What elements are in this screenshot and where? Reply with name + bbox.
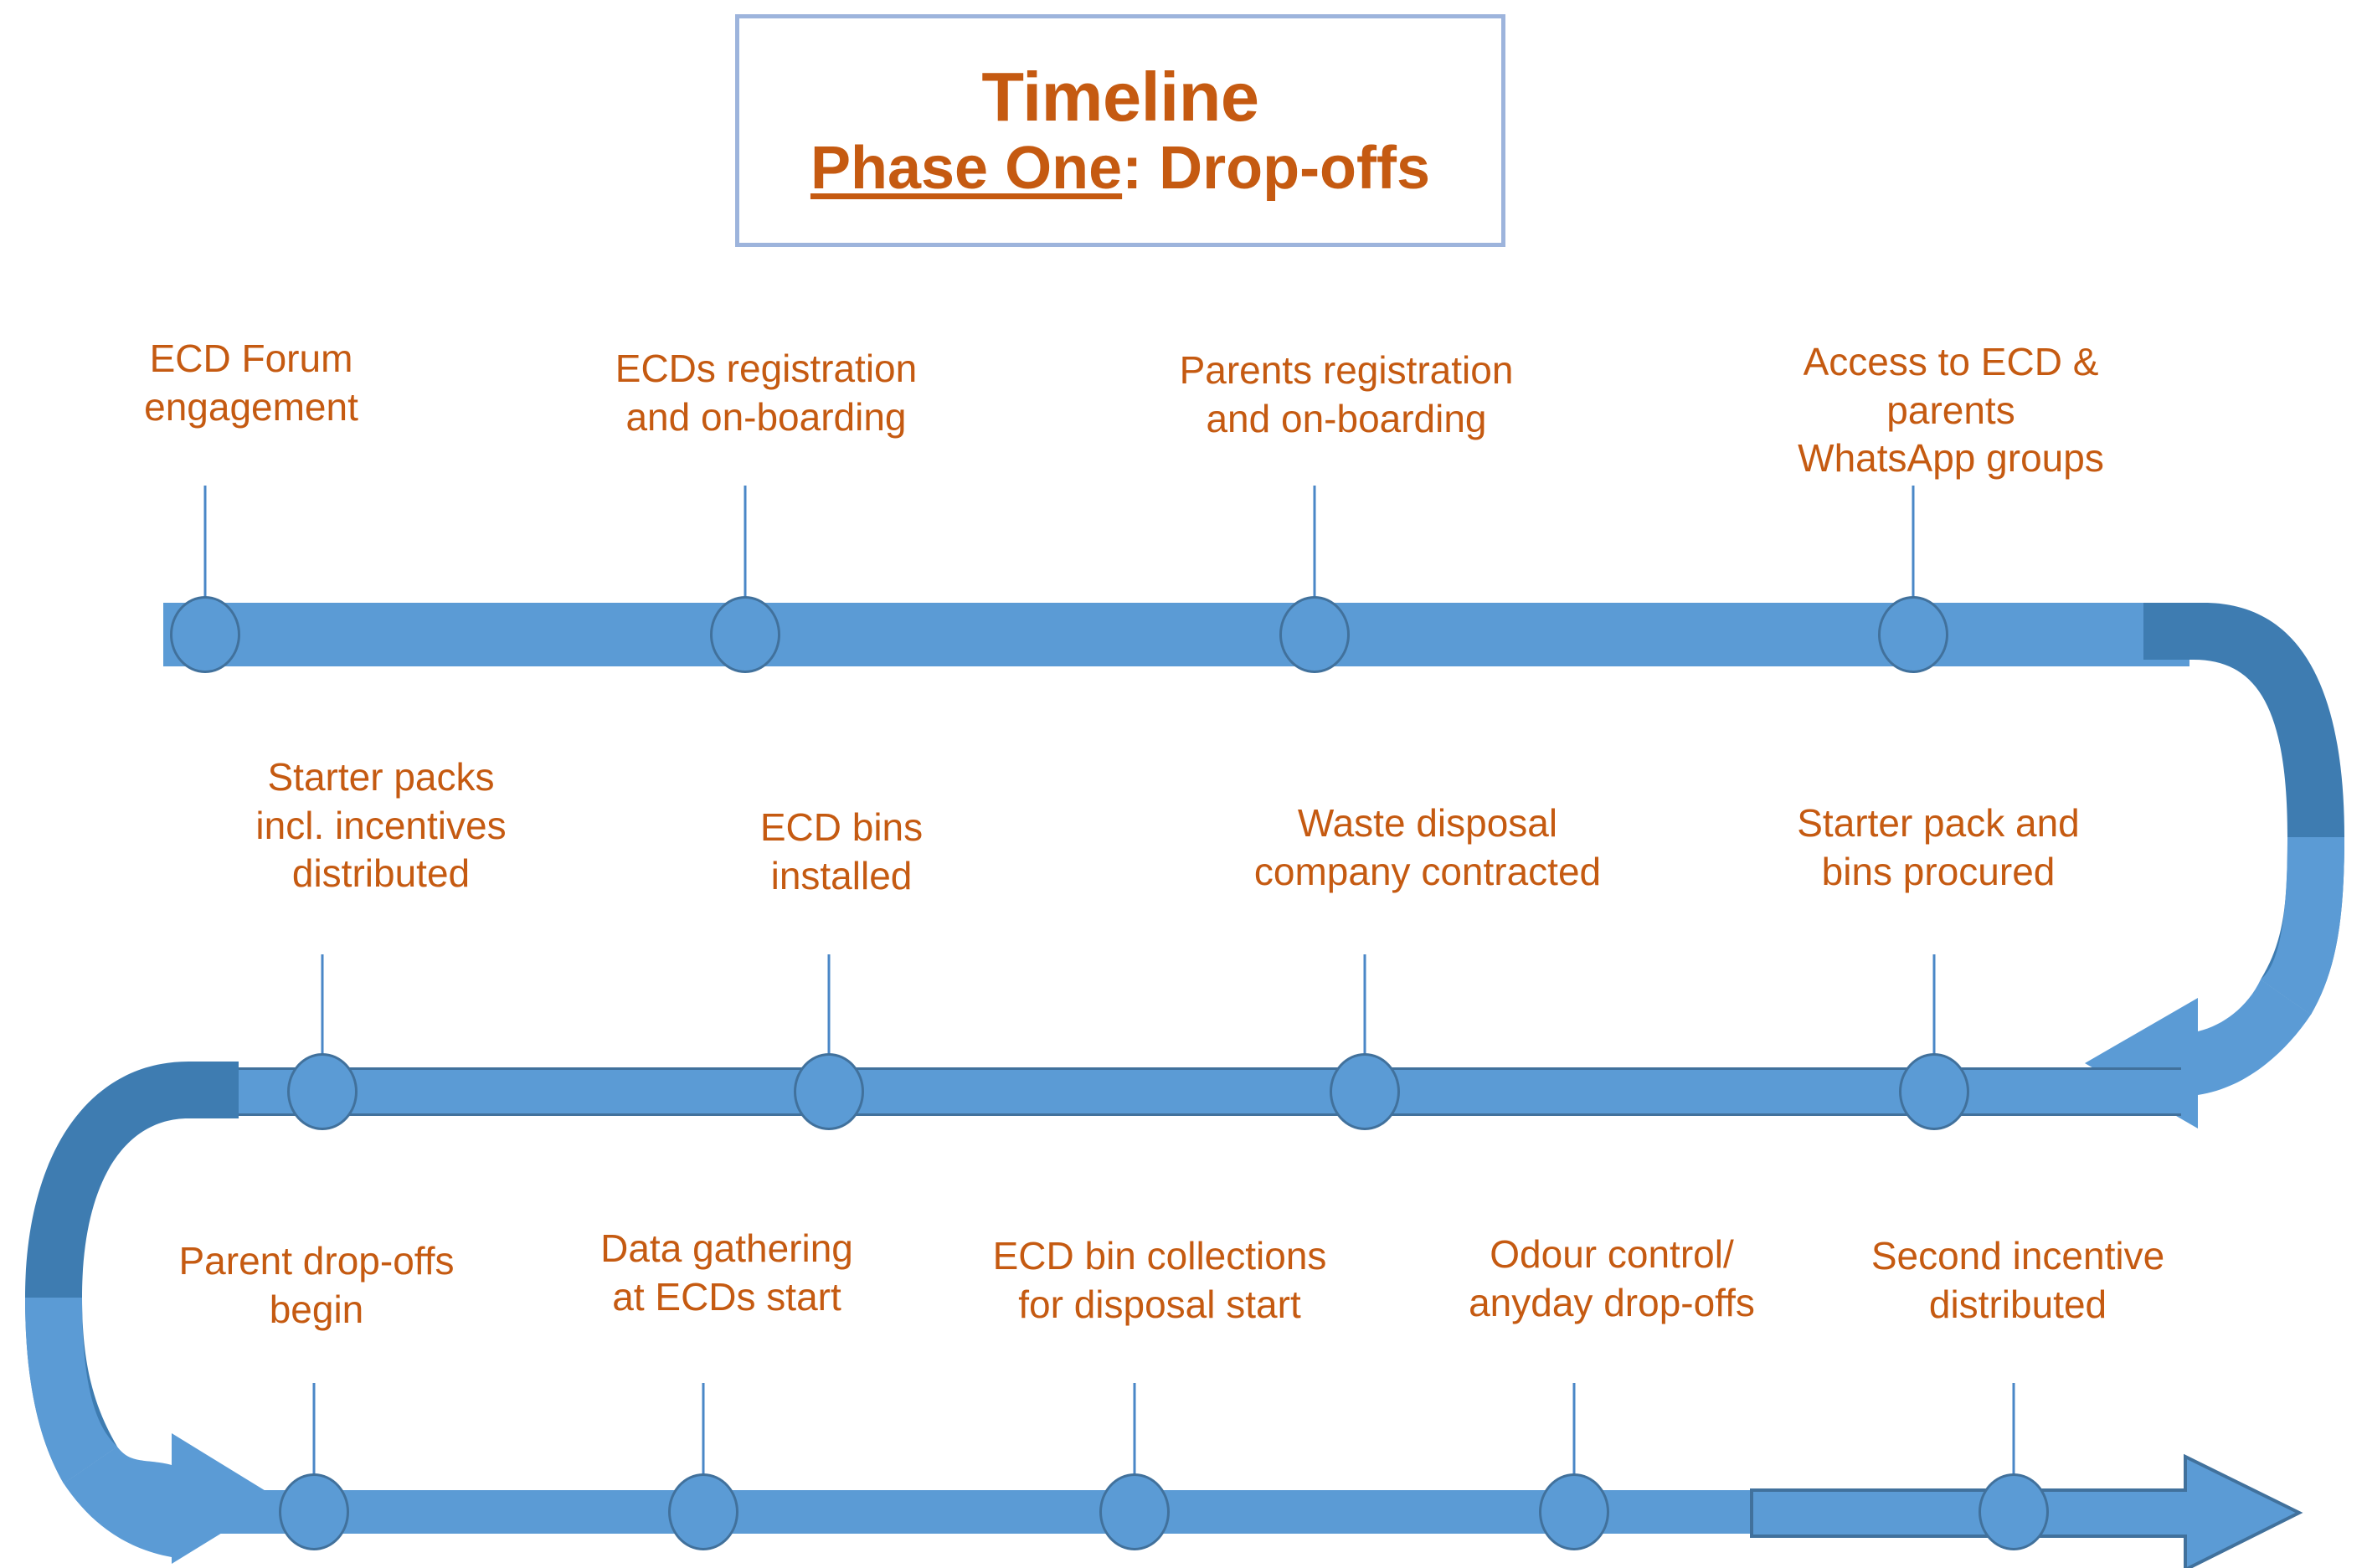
milestone-label: Data gathering at ECDs start bbox=[600, 1226, 853, 1319]
milestone-marker[interactable] bbox=[1539, 1473, 1609, 1550]
milestone-marker[interactable] bbox=[1099, 1473, 1170, 1550]
milestone-marker[interactable] bbox=[279, 1473, 349, 1550]
milestone-label: Access to ECD & parents WhatsApp groups bbox=[1798, 340, 2104, 480]
milestone-leader-line bbox=[1313, 486, 1316, 599]
milestone-leader-line bbox=[744, 486, 747, 599]
milestone-marker[interactable] bbox=[1279, 596, 1350, 673]
page-title: Timeline bbox=[981, 57, 1259, 136]
title-box: Timeline Phase One: Drop-offs bbox=[735, 14, 1505, 247]
page-subtitle: Phase One: Drop-offs bbox=[810, 135, 1430, 203]
milestone-label: Starter packs incl. incentives distribut… bbox=[255, 755, 507, 895]
page-subtitle-rest: : Drop-offs bbox=[1122, 134, 1431, 202]
milestone-label: ECD bins installed bbox=[759, 805, 924, 897]
milestone-label: ECD Forum engagement bbox=[144, 337, 358, 429]
milestone-marker[interactable] bbox=[794, 1053, 864, 1130]
milestone-label: Parent drop-offs begin bbox=[178, 1239, 455, 1331]
milestone-leader-line bbox=[312, 1383, 316, 1480]
milestone-marker[interactable] bbox=[1330, 1053, 1400, 1130]
milestone-leader-line bbox=[1133, 1383, 1136, 1480]
milestone-marker[interactable] bbox=[287, 1053, 358, 1130]
milestone-marker[interactable] bbox=[1979, 1473, 2049, 1550]
milestone-leader-line bbox=[1912, 486, 1915, 599]
milestone-marker[interactable] bbox=[1878, 596, 1948, 673]
milestone-marker[interactable] bbox=[710, 596, 780, 673]
timeline-bar-row-1 bbox=[163, 603, 2189, 666]
milestone-label: ECDs registration and on-boarding bbox=[615, 347, 918, 439]
milestone-leader-line bbox=[702, 1383, 705, 1480]
milestone-leader-line bbox=[827, 954, 831, 1056]
milestone-leader-line bbox=[2012, 1383, 2015, 1480]
milestone-label: Parents registration and on-boarding bbox=[1179, 348, 1514, 440]
milestone-label: Starter pack and bins procured bbox=[1797, 801, 2080, 893]
milestone-label: ECD bin collections for disposal start bbox=[992, 1234, 1327, 1326]
milestone-marker[interactable] bbox=[668, 1473, 738, 1550]
timeline-bar-row-2 bbox=[197, 1067, 2181, 1116]
milestone-leader-line bbox=[1932, 954, 1936, 1056]
milestone-marker[interactable] bbox=[170, 596, 240, 673]
milestone-leader-line bbox=[321, 954, 324, 1056]
page-subtitle-emphasis: Phase One bbox=[810, 134, 1123, 202]
milestone-leader-line bbox=[203, 486, 207, 599]
milestone-label: Second incentive distributed bbox=[1870, 1234, 2165, 1326]
milestone-label: Waste disposal company contracted bbox=[1253, 801, 1602, 893]
milestone-leader-line bbox=[1363, 954, 1366, 1056]
milestone-marker[interactable] bbox=[1899, 1053, 1969, 1130]
milestone-label: Odour control/ anyday drop-offs bbox=[1469, 1232, 1755, 1324]
timeline-bar-row-3 bbox=[126, 1490, 1767, 1534]
milestone-leader-line bbox=[1572, 1383, 1576, 1480]
